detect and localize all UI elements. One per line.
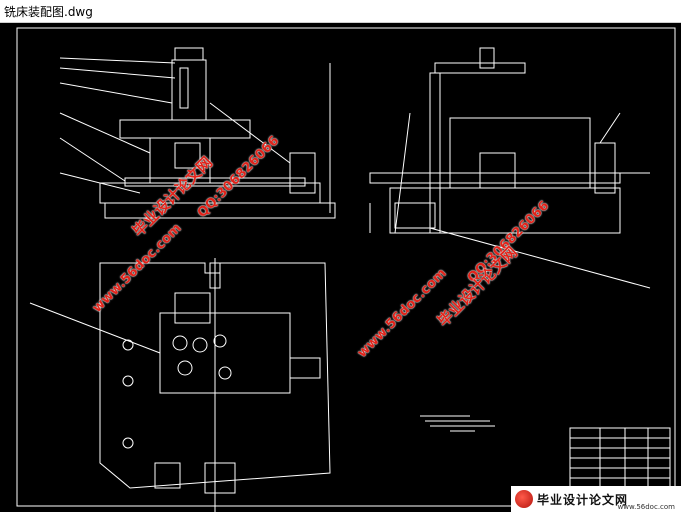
site-banner: 毕业设计论文网 www.56doc.com <box>511 486 681 512</box>
sixdoc-logo-icon <box>515 490 533 508</box>
side-view <box>369 47 651 289</box>
drawing-canvas[interactable]: 毕业设计论文网 QQ:306826066 www.56doc.com www.5… <box>0 23 681 512</box>
cad-drawing <box>16 27 676 512</box>
top-view <box>29 258 331 512</box>
front-view <box>59 47 336 219</box>
window-title-bar: 铣床装配图.dwg <box>0 0 681 23</box>
drawing-frame <box>16 27 676 507</box>
banner-url: www.56doc.com <box>617 503 675 511</box>
banner-text: 毕业设计论文网 <box>537 492 629 507</box>
technical-notes <box>420 415 495 432</box>
window-title: 铣床装配图.dwg <box>4 4 93 19</box>
